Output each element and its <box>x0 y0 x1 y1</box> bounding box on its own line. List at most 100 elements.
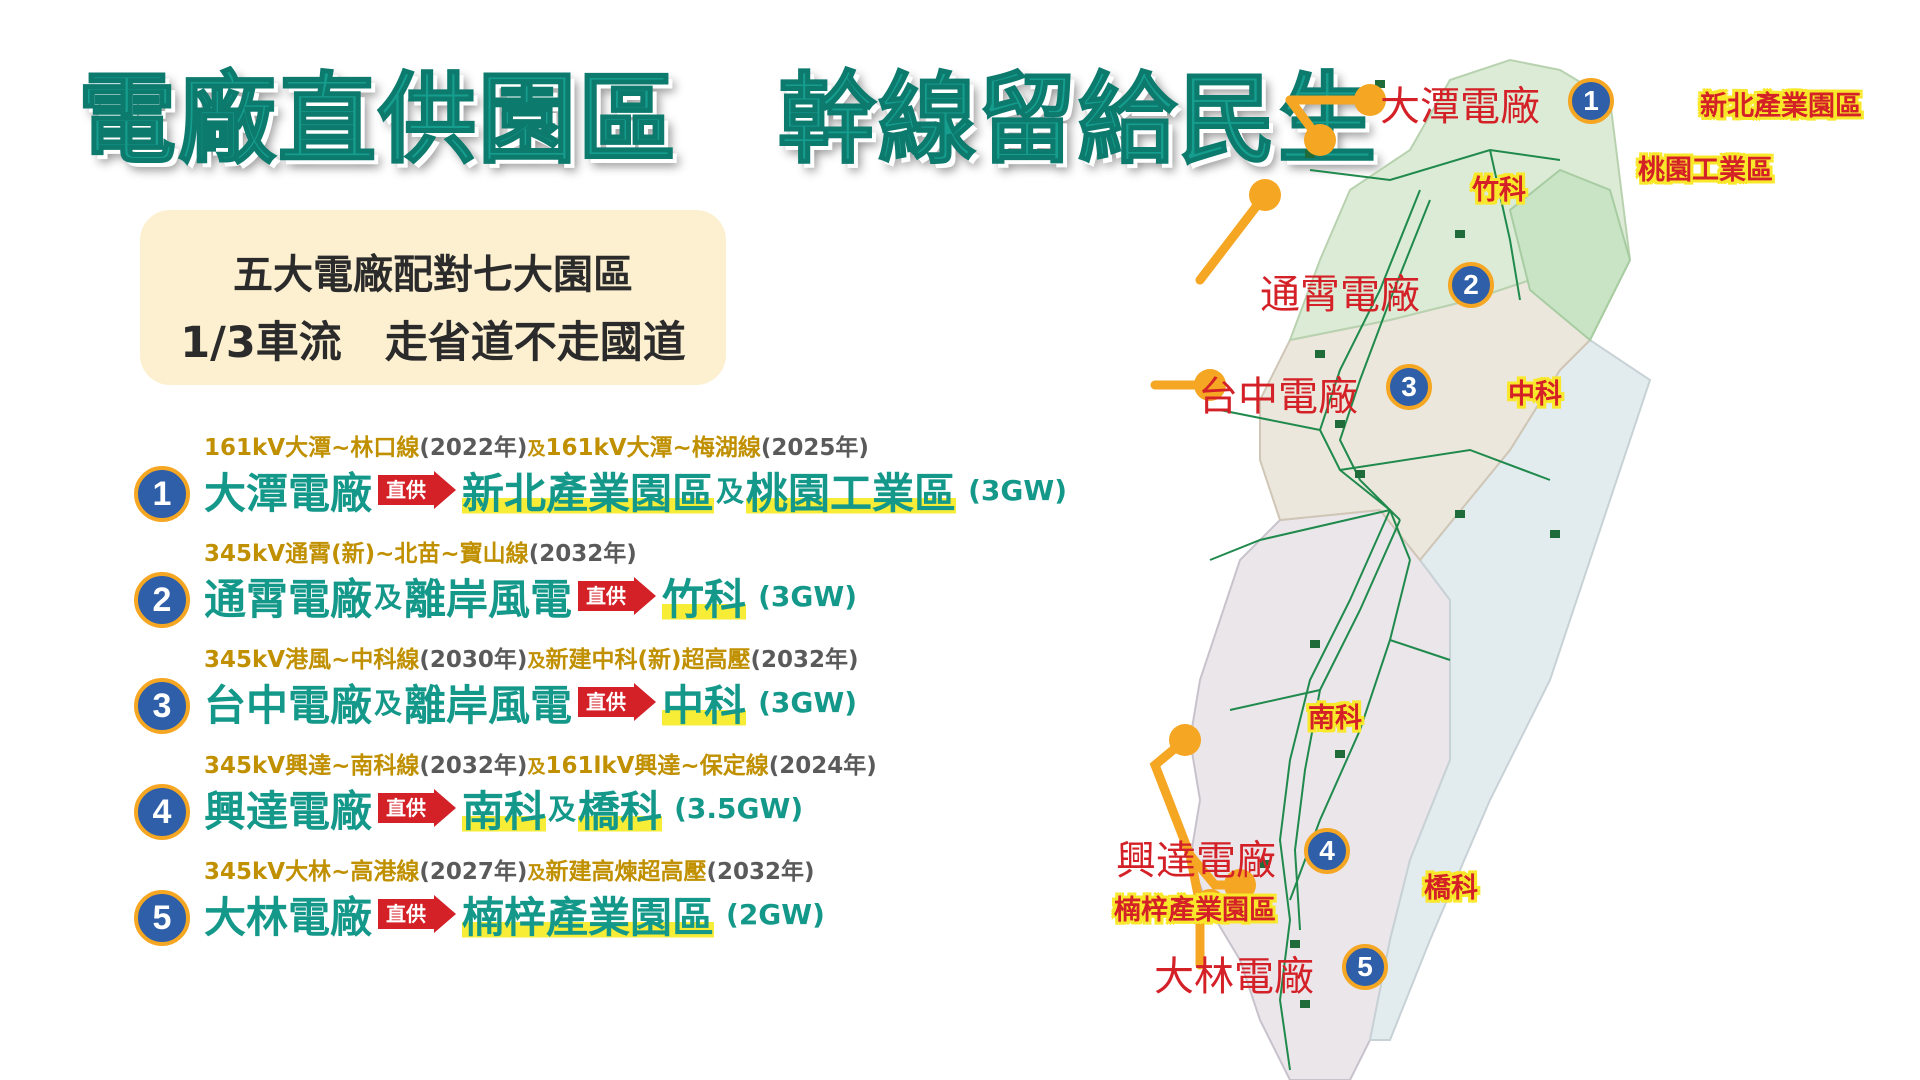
number-badge: 1 <box>134 466 190 522</box>
direct-supply-arrow-icon: 直供 <box>378 789 457 827</box>
line-join: 及 <box>527 439 546 460</box>
line-name-a: 345kV大林~高港線 <box>204 859 420 885</box>
park-name: 竹科 <box>662 565 747 627</box>
plant-name-2: 離岸風電 <box>404 574 573 624</box>
line-name-a: 161kV大潭~林口線 <box>204 435 420 461</box>
line-note: 345kV興達~南科線(2032年)及161lkV興達~保定線(2024年) <box>204 746 877 780</box>
pairing-item-2: 345kV通霄(新)~北苗~寶山線(2032年) 2 通霄電廠 及 離岸風電 直… <box>132 534 1132 634</box>
line-join: 及 <box>527 757 546 778</box>
direct-supply-arrow-icon: 直供 <box>578 577 657 615</box>
line-note: 345kV港風~中科線(2030年)及新建中科(新)超高壓(2032年) <box>204 640 859 674</box>
map-plant-label-1: 大潭電廠 <box>1380 84 1540 130</box>
line-year-b: (2032年) <box>706 859 815 885</box>
line-note: 161kV大潭~林口線(2022年)及161kV大潭~梅湖線(2025年) <box>204 428 869 462</box>
line-year-a: (2032年) <box>528 541 637 567</box>
map-park-label-nanzi: 楠梓產業園區 <box>1114 895 1276 926</box>
number-badge: 3 <box>134 678 190 734</box>
line-name-a: 345kV通霄(新)~北苗~寶山線 <box>204 541 529 567</box>
capacity: (3GW) <box>758 685 858 719</box>
plant-conj: 及 <box>374 581 403 614</box>
line-note: 345kV通霄(新)~北苗~寶山線(2032年) <box>204 534 637 568</box>
map-badge-3: 3 <box>1386 364 1432 410</box>
park-name: 南科 <box>462 777 547 839</box>
line-name-b: 161lkV興達~保定線 <box>545 753 769 779</box>
pairing-row: 大潭電廠 直供 新北產業園區 及 桃園工業區 (3GW) <box>204 459 1068 521</box>
park-dots <box>1169 84 1386 921</box>
capacity: (2GW) <box>726 897 825 931</box>
substation-markers <box>1260 80 1560 1008</box>
park-name: 中科 <box>662 671 747 733</box>
line-year-a: (2030年) <box>419 647 528 673</box>
subtitle-line-1: 五大電廠配對七大園區 <box>233 252 633 298</box>
line-join: 及 <box>527 863 546 884</box>
map-park-label-nanke: 南科 <box>1308 703 1362 734</box>
number-badge: 2 <box>134 572 190 628</box>
park-name: 楠梓產業園區 <box>462 883 715 945</box>
line-year-b: (2032年) <box>750 647 859 673</box>
pairing-row: 台中電廠 及 離岸風電 直供 中科 (3GW) <box>204 671 858 733</box>
direct-supply-label: 直供 <box>378 899 435 929</box>
direct-supply-label: 直供 <box>378 793 435 823</box>
pairing-item-5: 345kV大林~高港線(2027年)及新建高煉超高壓(2032年) 5 大林電廠… <box>132 852 1132 952</box>
park-name: 新北產業園區 <box>462 459 715 521</box>
pairing-item-1: 161kV大潭~林口線(2022年)及161kV大潭~梅湖線(2025年) 1 … <box>132 428 1132 528</box>
line-year-b: (2025年) <box>760 435 869 461</box>
capacity: (3.5GW) <box>674 791 804 825</box>
line-year-a: (2027年) <box>419 859 528 885</box>
plant-name: 大潭電廠 <box>204 468 373 518</box>
direct-supply-arrow-icon: 直供 <box>578 683 657 721</box>
plant-name: 台中電廠 <box>204 680 373 730</box>
line-name-b: 161kV大潭~梅湖線 <box>545 435 761 461</box>
plant-conj: 及 <box>374 687 403 720</box>
map-park-label-zhongke: 中科 <box>1508 379 1562 410</box>
line-year-b: (2024年) <box>768 753 877 779</box>
capacity: (3GW) <box>758 579 858 613</box>
map-plant-label-5: 大林電廠 <box>1154 954 1314 1000</box>
line-name-a: 345kV港風~中科線 <box>204 647 420 673</box>
map-plant-label-2: 通霄電廠 <box>1260 272 1420 318</box>
map-park-label-qiaoke: 橋科 <box>1424 873 1478 904</box>
number-badge: 5 <box>134 890 190 946</box>
line-year-a: (2022年) <box>419 435 528 461</box>
map-park-label-zhuke: 竹科 <box>1472 175 1526 206</box>
map-plant-label-3: 台中電廠 <box>1198 374 1358 420</box>
plant-name: 興達電廠 <box>204 786 373 836</box>
number-badge: 4 <box>134 784 190 840</box>
page-title: 電廠直供園區 幹線留給民生 <box>77 62 1379 178</box>
plant-name-2: 離岸風電 <box>404 680 573 730</box>
map-badge-4: 4 <box>1304 828 1350 874</box>
map-region-northeast <box>1508 168 1632 342</box>
transmission-grid <box>1209 148 1561 1071</box>
taiwan-map-graphic <box>1149 58 1652 1080</box>
direct-supply-label: 直供 <box>378 475 435 505</box>
direct-supply-arrow-icon: 直供 <box>378 471 457 509</box>
direct-supply-label: 直供 <box>578 687 635 717</box>
direct-supply-label: 直供 <box>578 581 635 611</box>
park-name-2: 橋科 <box>578 777 663 839</box>
map-badge-5: 5 <box>1342 944 1388 990</box>
line-note: 345kV大林~高港線(2027年)及新建高煉超高壓(2032年) <box>204 852 814 886</box>
line-name-b: 新建高煉超高壓 <box>545 859 707 885</box>
line-name-a: 345kV興達~南科線 <box>204 753 420 779</box>
map-park-label-taoyuan: 桃園工業區 <box>1638 155 1773 186</box>
park-conj: 及 <box>548 793 577 826</box>
plant-name: 通霄電廠 <box>204 574 373 624</box>
taiwan-map: 大潭電廠 1 通霄電廠 2 台中電廠 3 興達電廠 4 大林電廠 5 新北產業園… <box>1090 40 1920 1080</box>
subtitle-line-2: 1/3車流 走省道不走國道 <box>180 318 686 368</box>
pairing-row: 通霄電廠 及 離岸風電 直供 竹科 (3GW) <box>204 565 858 627</box>
line-year-a: (2032年) <box>419 753 528 779</box>
park-conj: 及 <box>716 475 745 508</box>
park-name-2: 桃園工業區 <box>746 459 957 521</box>
direct-supply-arrow-icon: 直供 <box>378 895 457 933</box>
pairing-row: 興達電廠 直供 南科 及 橋科 (3.5GW) <box>204 777 804 839</box>
line-join: 及 <box>527 651 546 672</box>
map-park-label-xinbei: 新北產業園區 <box>1700 91 1862 122</box>
pairing-row: 大林電廠 直供 楠梓產業園區 (2GW) <box>204 883 825 945</box>
line-name-b: 新建中科(新)超高壓 <box>545 647 751 673</box>
pairing-item-4: 345kV興達~南科線(2032年)及161lkV興達~保定線(2024年) 4… <box>132 746 1132 846</box>
capacity: (3GW) <box>968 473 1068 507</box>
pairing-item-3: 345kV港風~中科線(2030年)及新建中科(新)超高壓(2032年) 3 台… <box>132 640 1132 740</box>
map-badge-2: 2 <box>1448 262 1494 308</box>
plant-name: 大林電廠 <box>204 892 373 942</box>
map-plant-label-4: 興達電廠 <box>1116 838 1276 884</box>
